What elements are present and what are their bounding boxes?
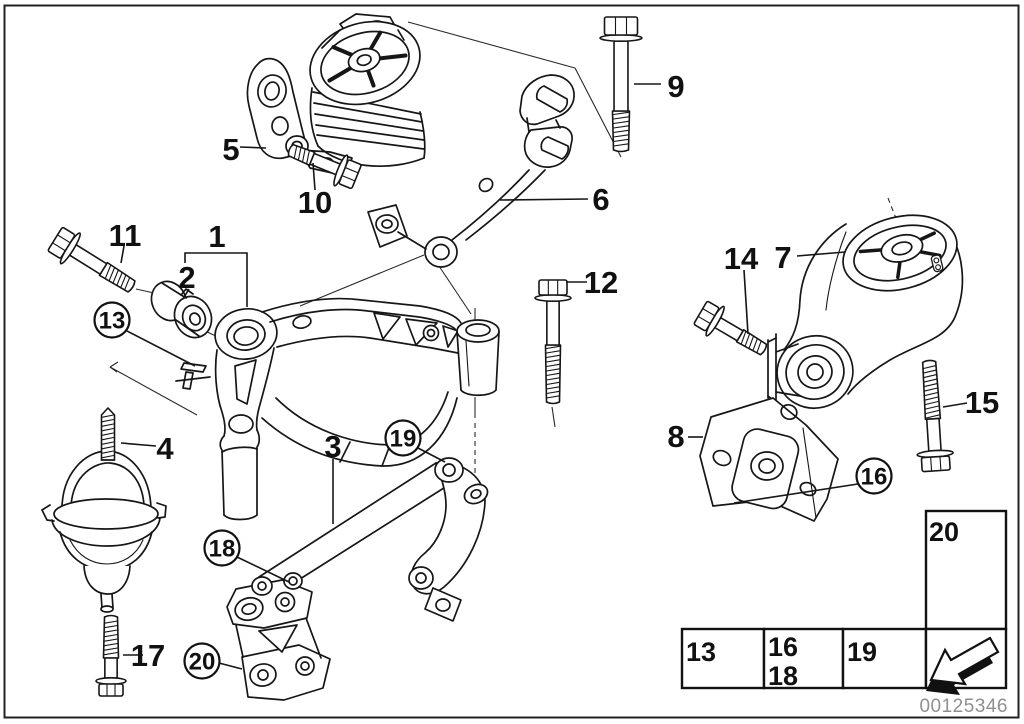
- legend-cell-19: [841, 627, 928, 690]
- callout-circled-13[interactable]: 13: [93, 301, 131, 339]
- svg-text:19: 19: [390, 426, 417, 453]
- callout-5[interactable]: 5: [222, 132, 239, 167]
- callout-3[interactable]: 3: [324, 429, 341, 464]
- legend-label-13: 13: [686, 637, 716, 667]
- svg-text:16: 16: [861, 464, 888, 491]
- stud-4: [100, 407, 116, 461]
- legend-table: [680, 509, 1008, 695]
- part-4-engine-mount: [41, 450, 167, 613]
- part-5-engine-mount: [246, 13, 426, 177]
- leader-lines: [120, 83, 968, 670]
- part-3-gearbox-bracket: [226, 457, 489, 701]
- callout-9[interactable]: 9: [667, 69, 684, 104]
- callout-8[interactable]: 8: [667, 419, 684, 454]
- legend-label-18: 18: [768, 661, 798, 691]
- bolt-15: [916, 359, 954, 473]
- legend-label-16: 16: [768, 632, 798, 662]
- legend-label-20: 20: [929, 517, 959, 547]
- svg-text:18: 18: [209, 536, 236, 563]
- legend-label-19: 19: [847, 637, 877, 667]
- part-8-bracket-plate: [699, 397, 839, 522]
- callout-circled-18[interactable]: 18: [203, 529, 241, 567]
- callout-7[interactable]: 7: [774, 240, 791, 275]
- bolt-9: [599, 16, 643, 153]
- bolt-11: [47, 226, 136, 293]
- callout-12[interactable]: 12: [584, 265, 618, 300]
- callout-15[interactable]: 15: [965, 385, 999, 420]
- callout-1[interactable]: 1: [208, 219, 225, 254]
- part-number-text: 00125346: [919, 696, 1008, 717]
- callout-circled-19[interactable]: 19: [384, 419, 422, 457]
- svg-text:13: 13: [99, 308, 126, 335]
- bolt-12: [534, 279, 572, 405]
- part-2-bushing: [150, 280, 213, 339]
- legend-cell-13: [680, 627, 766, 690]
- part-6-support-arm: [367, 74, 575, 268]
- callout-17[interactable]: 17: [131, 638, 165, 673]
- callout-2[interactable]: 2: [178, 260, 195, 295]
- callout-4[interactable]: 4: [156, 431, 174, 466]
- callout-circled-20[interactable]: 20: [183, 642, 221, 680]
- legend-cell-bolt-20: [924, 509, 1008, 631]
- direction-arrow-icon: [926, 636, 1000, 695]
- part-1-support-bracket: [214, 297, 500, 521]
- callout-6[interactable]: 6: [592, 182, 609, 217]
- bolt-17: [95, 614, 127, 697]
- clip-stud: [175, 362, 211, 390]
- part-7-torque-strut-mount: [767, 214, 964, 409]
- callout-11[interactable]: 11: [109, 218, 142, 253]
- callout-10[interactable]: 10: [298, 185, 332, 220]
- legend-cell-16-18: [762, 627, 845, 690]
- svg-text:20: 20: [189, 649, 216, 676]
- frame-border: [3, 4, 1020, 719]
- callout-14[interactable]: 14: [724, 241, 759, 276]
- callout-circled-16[interactable]: 16: [855, 457, 893, 495]
- bolt-10: [287, 143, 362, 190]
- bolt-14: [693, 300, 768, 356]
